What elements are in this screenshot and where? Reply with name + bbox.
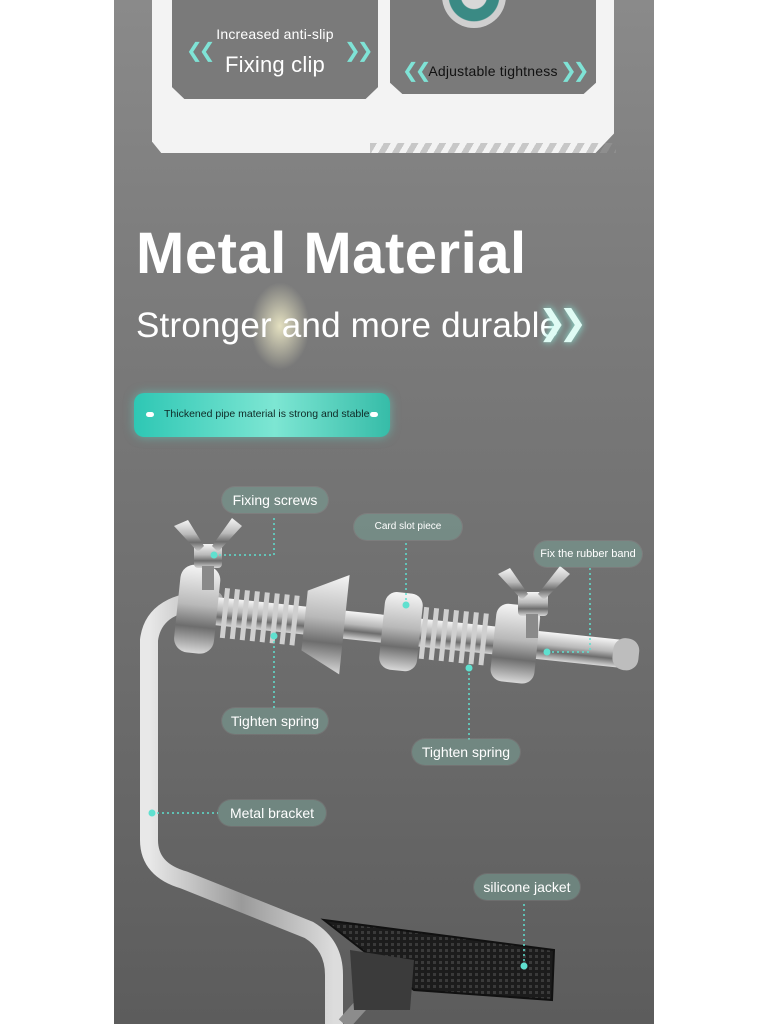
- metal-bracket-tube: [140, 591, 343, 1024]
- card-slot-piece: [379, 592, 423, 672]
- cone-piece: [301, 574, 350, 675]
- callout-tighten-spring-right: Tighten spring: [412, 739, 520, 765]
- section-subtitle: Stronger and more durable: [136, 306, 560, 345]
- pill-text: Thickened pipe material is strong and st…: [164, 408, 370, 420]
- double-chevron-right-icon: ❯❯: [538, 304, 587, 342]
- pill-dot-right-icon: [370, 412, 378, 417]
- light-flare: [250, 282, 310, 370]
- callout-tighten-spring-left: Tighten spring: [222, 708, 328, 734]
- decorative-stripes: [370, 143, 616, 153]
- right-wing-nut: [498, 566, 570, 638]
- callout-fix-rubber-band: Fix the rubber band: [534, 541, 642, 567]
- feature-pill: Thickened pipe material is strong and st…: [134, 393, 390, 437]
- card-caption: Increased anti-slip: [216, 26, 334, 42]
- double-chevron-left-icon: ❮❮: [402, 60, 431, 82]
- left-collar: [174, 564, 221, 654]
- callout-metal-bracket: Metal bracket: [218, 800, 326, 826]
- feature-card-adjustable-tightness: ❮❮ Adjustable tightness ❯❯: [390, 0, 596, 94]
- pill-dot-left-icon: [146, 412, 154, 417]
- double-chevron-right-icon: ❯❯: [344, 40, 373, 62]
- double-chevron-left-icon: ❮❮: [186, 40, 215, 62]
- feature-card-fixing-clip: ❮❮ Increased anti-slip Fixing clip ❯❯: [172, 0, 378, 99]
- callout-card-slot-piece: Card slot piece: [354, 514, 462, 540]
- card-caption: Adjustable tightness: [428, 63, 558, 79]
- double-chevron-right-icon: ❯❯: [560, 60, 589, 82]
- left-wing-nut: [174, 518, 242, 590]
- callout-silicone-jacket: silicone jacket: [474, 874, 580, 900]
- line-winder-illustration: [140, 516, 640, 1024]
- card-title: Fixing clip: [224, 52, 325, 77]
- callout-fixing-screws: Fixing screws: [222, 487, 328, 513]
- product-panel: ❮❮ Increased anti-slip Fixing clip ❯❯ ❮❮…: [114, 0, 654, 1024]
- section-title: Metal Material: [136, 221, 527, 286]
